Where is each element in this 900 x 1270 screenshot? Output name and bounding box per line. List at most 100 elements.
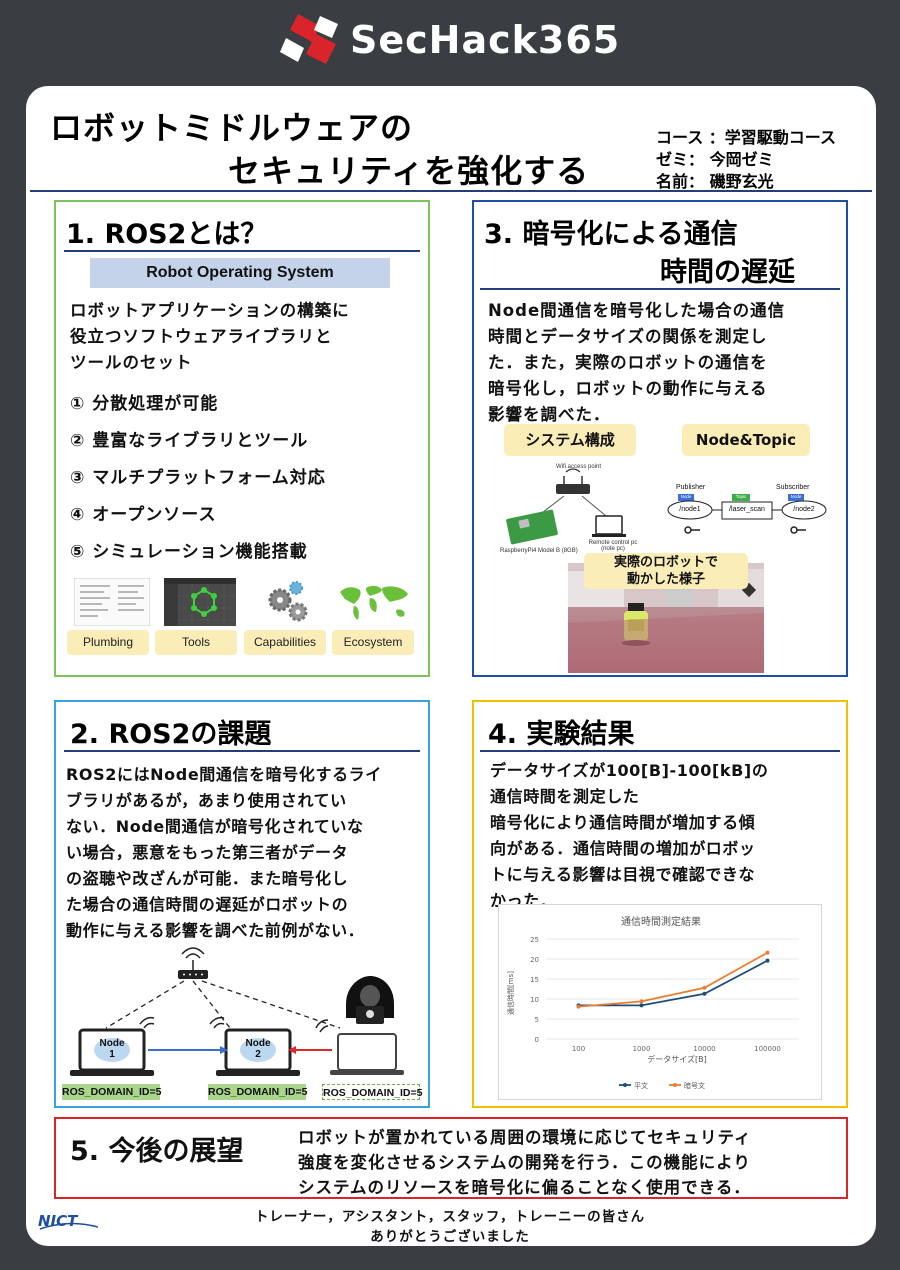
publisher-label: Publisher xyxy=(676,484,706,491)
text-line: 向がある．通信時間の増加がロボッ xyxy=(490,839,756,858)
node-topic-diagram xyxy=(667,494,827,534)
ap-label: Wifi access point xyxy=(556,464,602,470)
acknowledgement-line2: ありがとうございました xyxy=(370,1229,530,1245)
key-icon xyxy=(790,526,806,534)
key-icon xyxy=(684,526,700,534)
text-line: た場合の通信時間の遅延がロボットの xyxy=(66,895,349,914)
topic-label: /laser_scan xyxy=(729,506,765,513)
section-3-text: Node間通信を暗号化した場合の通信 時間とデータサイズの関係を測定し た．また… xyxy=(488,298,785,428)
meta-course: コース ：学習駆動コース xyxy=(656,128,836,147)
nict-logo-icon: NICT xyxy=(38,1212,99,1230)
node-badge: Node xyxy=(680,494,692,499)
intro-line: 役立つソフトウェアライブラリと xyxy=(70,327,333,346)
text-line: トに与える影響は目視で確認できな xyxy=(490,865,756,884)
sechack-logo-icon xyxy=(280,14,338,64)
rpi-label: RaspberryPi4 Model B (8GB) xyxy=(500,548,578,554)
laptop-node1-icon xyxy=(70,1028,154,1076)
chart-point xyxy=(765,958,770,963)
poster-header: SecHack365 xyxy=(0,0,900,82)
feature-item: ① 分散処理が可能 xyxy=(70,394,219,414)
feature-item: ④ オープンソース xyxy=(70,505,217,525)
raspberry-pi-icon xyxy=(506,509,558,545)
node2-label: Node 2 xyxy=(244,1038,272,1060)
feature-item: ② 豊富なライブラリとツール xyxy=(70,431,309,451)
text-line: 時間とデータサイズの関係を測定し xyxy=(488,327,768,346)
hacker-icon xyxy=(346,976,394,1024)
domain-id-tag-node1: ROS_DOMAIN_ID=5 xyxy=(62,1084,162,1100)
text-line: の盗聴や改ざんが可能．また暗号化し xyxy=(66,869,349,888)
chart-series-line xyxy=(578,959,768,1007)
feature-item: ⑤ シミュレーション機能搭載 xyxy=(70,542,308,562)
meta-name: 名前： 磯野玄光 xyxy=(656,172,774,191)
acknowledgement-line1: トレーナー，アシスタント，スタッフ，トレーニーの皆さん xyxy=(254,1209,646,1225)
feature-item: ③ マルチプラットフォーム対応 xyxy=(70,468,326,488)
text-line: 動作に与える影響を調べた前例がない． xyxy=(66,921,365,940)
intro-line: ツールのセット xyxy=(70,353,193,372)
text-line: Node間通信を暗号化した場合の通信 xyxy=(488,301,786,320)
text-line: 通信時間を測定した xyxy=(490,787,640,806)
section-2-text: ROS2にはNode間通信を暗号化するライ ブラリがあるが，あまり使用されてい … xyxy=(66,762,382,944)
chart-legend-label: 暗号文 xyxy=(684,1081,705,1090)
text-line: ブラリがあるが，あまり使用されてい xyxy=(66,791,347,810)
text-line: ロボットが置かれている周囲の環境に応じてセキュリティ xyxy=(298,1128,752,1147)
chart-legend-marker xyxy=(673,1083,677,1087)
node-label-line: Node xyxy=(245,1038,271,1049)
subscriber-label: Subscriber xyxy=(776,484,810,491)
laptop-node2-icon xyxy=(216,1028,300,1076)
text-line: 影響を調べた． xyxy=(488,405,611,424)
router-icon xyxy=(556,484,590,494)
intro-line: ロボットアプリケーションの構築に xyxy=(70,301,350,320)
domain-id-tag-attacker: ROS_DOMAIN_ID=5 xyxy=(322,1084,422,1100)
node1-label: Node 1 xyxy=(98,1038,126,1060)
section-4-title: 4. 実験結果 xyxy=(488,719,635,750)
pc-label: Remote control pc (note pc) xyxy=(588,540,638,552)
chart-xtick-label: 1000 xyxy=(633,1045,651,1053)
node1-label: /node1 xyxy=(679,506,701,513)
logo-text: SecHack365 xyxy=(350,18,621,62)
title-divider xyxy=(30,190,872,192)
text-line: た．また，実際のロボットの通信を xyxy=(488,353,768,372)
pill-system-config: システム構成 xyxy=(504,424,636,456)
chart-ytick-label: 20 xyxy=(530,956,539,964)
text-line: い場合，悪意をもった第三者がデータ xyxy=(66,843,349,862)
chart-ytick-label: 15 xyxy=(530,976,539,984)
section-3-title-line1: 3. 暗号化による通信 xyxy=(484,219,738,250)
chart-series-line xyxy=(578,951,768,1008)
chart-ytick-label: 25 xyxy=(530,936,539,944)
section-5-box xyxy=(54,1117,848,1199)
section-1-intro: ロボットアプリケーションの構築に 役立つソフトウェアライブラリと ツールのセット xyxy=(70,298,350,376)
section-3-title-line2: 時間の遅延 xyxy=(660,257,795,288)
text-line: システムのリソースを暗号化に偏ることなく使用できる． xyxy=(298,1178,751,1197)
gears-icon xyxy=(268,581,308,622)
section-4-rule xyxy=(480,750,840,752)
chart-ytick-label: 5 xyxy=(535,1016,539,1024)
attack-diagram xyxy=(70,947,404,1076)
chart-title: 通信時間測定結果 xyxy=(621,915,701,928)
meta-seminar: ゼミ： 今岡ゼミ xyxy=(656,150,774,169)
laptop-icon xyxy=(595,515,623,535)
chart-point xyxy=(765,950,770,955)
photo-caption: 実際のロボットで 動かした様子 xyxy=(584,553,748,589)
chart-ylabel: 通信時間[ms] xyxy=(506,971,515,1015)
section-2-title: 2. ROS2の課題 xyxy=(70,719,272,750)
tag-tools: Tools xyxy=(155,630,237,655)
section-5-text: ロボットが置かれている周囲の環境に応じてセキュリティ 強度を変化させるシステムの… xyxy=(298,1125,838,1200)
chart-point xyxy=(702,985,707,990)
world-map-icon xyxy=(340,585,408,620)
node2-label: /node2 xyxy=(793,506,815,513)
node-label-line: 1 xyxy=(109,1049,115,1060)
text-line: 強度を変化させるシステムの開発を行う．この機能により xyxy=(298,1153,751,1172)
chart-ytick-label: 10 xyxy=(530,996,539,1004)
router-icon xyxy=(178,947,208,979)
tools-thumbnail xyxy=(164,578,236,626)
section-2-rule xyxy=(64,750,420,752)
poster-title-line1: ロボットミドルウェアの xyxy=(50,109,414,147)
text-line: 暗号化し，ロボットの動作に与える xyxy=(488,379,768,398)
chart-point xyxy=(702,991,707,996)
topic-badge: Topic xyxy=(735,494,747,499)
tag-plumbing: Plumbing xyxy=(67,630,149,655)
section-1-rule xyxy=(64,250,420,252)
pill-node-topic: Node&Topic xyxy=(682,424,810,456)
